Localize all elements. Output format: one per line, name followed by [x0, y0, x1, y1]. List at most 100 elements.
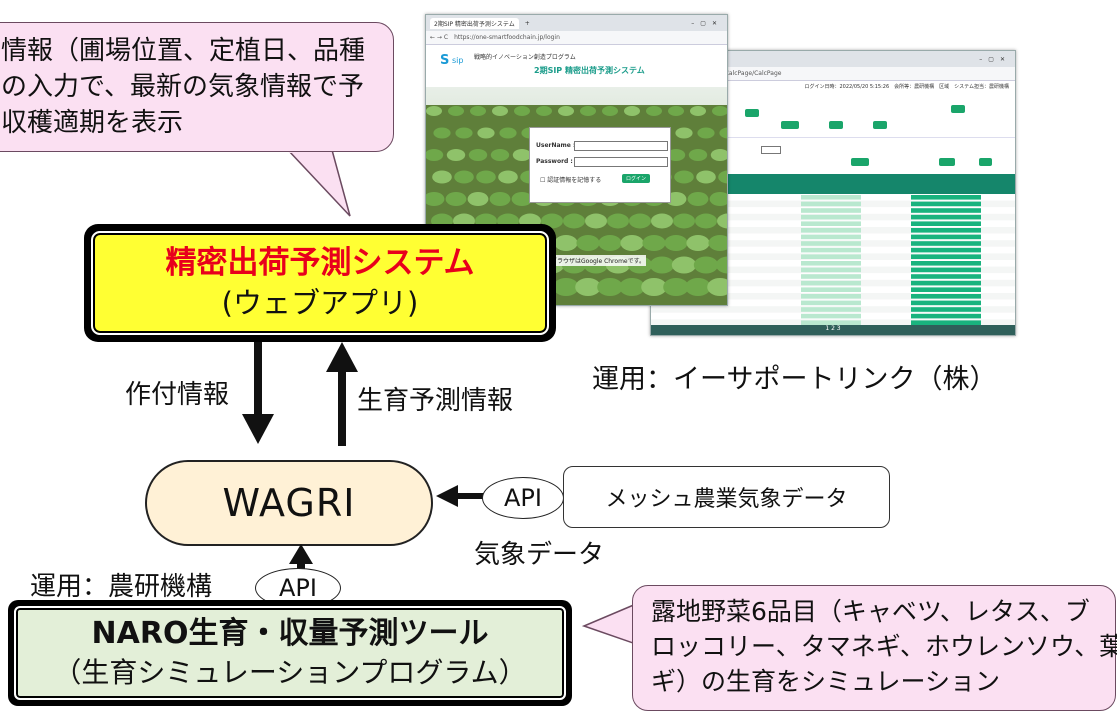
lettuce-head: [674, 170, 694, 184]
lettuce-head: [620, 235, 644, 251]
lettuce-head: [433, 127, 451, 139]
lettuce-head: [646, 106, 662, 116]
lettuce-head: [619, 278, 645, 296]
table-cell-accent: [911, 254, 981, 259]
lettuce-head: [717, 213, 727, 229]
action-area: [651, 138, 1015, 174]
table-cell-accent: [911, 214, 981, 220]
login-button[interactable]: ログイン: [622, 174, 651, 183]
table-cell-highlight: [801, 267, 861, 273]
table-cell-highlight: [801, 307, 861, 312]
lettuce-head: [470, 106, 486, 116]
table-cell-highlight: [801, 195, 861, 200]
lettuce-head: [489, 192, 511, 206]
lettuce-head: [536, 106, 552, 116]
lettuce-head: [663, 278, 689, 296]
lettuce-head: [686, 235, 710, 251]
weather-data-label: 気象データ: [474, 540, 605, 570]
top-bubble-line: 収穫適期を表示: [1, 108, 184, 138]
lettuce-head: [432, 170, 452, 184]
table-cell-highlight: [801, 241, 861, 246]
table-cell-highlight: [801, 214, 861, 220]
bottom-bubble-line: ロッコリー、タマネギ、ホウレンソウ、葉ネ: [651, 632, 1117, 661]
lettuce-head: [597, 278, 623, 296]
table-cell-accent: [911, 195, 981, 200]
lettuce-head: [709, 192, 727, 206]
filter-area: [651, 95, 1015, 138]
top-bubble: 情報（圃場位置、定植日、品種 の入力で、最新の気象情報で予 収穫適期を表示: [0, 22, 394, 152]
login-panel: UserName : Password : ☐ 認証情報を記憶する ログイン: [529, 127, 671, 203]
lettuce-head: [514, 106, 530, 116]
mesh-weather-box: メッシュ農業気象データ: [563, 466, 890, 528]
lettuce-head: [575, 278, 601, 296]
naro-tool-subtitle: （生育シミュレーションプログラム）: [53, 656, 527, 689]
lettuce-head: [664, 235, 688, 251]
lettuce-head: [468, 149, 488, 161]
lettuce-head: [563, 213, 585, 229]
lettuce-head: [693, 256, 719, 274]
browser-address-bar: ← → C https://one-smartfoodchain.jp/logi…: [426, 31, 727, 45]
password-input[interactable]: [574, 157, 668, 167]
table-cell-highlight: [801, 280, 861, 286]
login-info: ログイン日時：2022/05/20 5:15:26 会所等：農研機構 区域 シス…: [804, 84, 1009, 90]
table-cell-highlight: [801, 300, 861, 306]
lettuce-head: [580, 106, 596, 116]
table-cell-accent: [911, 287, 981, 292]
lettuce-head: [554, 235, 578, 251]
table-cell-highlight: [801, 208, 861, 213]
table-cell-highlight: [801, 294, 861, 299]
webapp-box: 精密出荷予測システム (ウェブアプリ): [84, 224, 556, 342]
table-cell-highlight: [801, 247, 861, 253]
lettuce-head: [649, 256, 675, 274]
lettuce-head: [675, 127, 693, 139]
lettuce-head: [511, 192, 533, 206]
operator-right: 運用：イーサポートリンク（株）: [592, 364, 997, 395]
lettuce-head: [712, 106, 727, 116]
lettuce-head: [476, 170, 496, 184]
table-cell-accent: [911, 300, 981, 306]
remember-checkbox[interactable]: ☐ 認証情報を記憶する: [540, 177, 602, 184]
table-cell-highlight: [801, 254, 861, 259]
lettuce-head: [642, 235, 666, 251]
left-arrow: [436, 485, 484, 507]
bottom-bubble-line: ギ）の生育をシミュレーション: [651, 667, 1001, 696]
lettuce-head: [426, 106, 442, 116]
lettuce-head: [445, 192, 467, 206]
table-cell-highlight: [801, 274, 861, 279]
browser-titlebar: 2期SIP 精密出荷予測システム + –▢✕: [426, 15, 727, 31]
table-cell-highlight: [801, 201, 861, 207]
lettuce-head: [688, 149, 708, 161]
webapp-subtitle: (ウェブアプリ): [221, 286, 419, 320]
down-arrow: [242, 342, 274, 444]
top-bubble-line: の入力で、最新の気象情報で予: [1, 72, 364, 102]
lettuce-head: [492, 106, 508, 116]
table-cell-highlight: [801, 234, 861, 240]
lettuce-head: [671, 256, 697, 274]
lettuce-head: [558, 106, 574, 116]
lettuce-head: [687, 192, 709, 206]
lettuce-head: [696, 170, 716, 184]
table-cell-accent: [911, 241, 981, 246]
lettuce-head: [585, 213, 607, 229]
browser-note: ブラウザはGoogle Chromeです。: [550, 255, 646, 266]
table-cell-highlight: [801, 320, 861, 325]
top-bubble-line: 情報（圃場位置、定植日、品種: [1, 36, 366, 66]
lettuce-head: [598, 235, 622, 251]
table-cell-highlight: [801, 221, 861, 226]
table-cell-accent: [911, 234, 981, 240]
lettuce-head: [499, 127, 517, 139]
table-cell-accent: [911, 280, 981, 286]
down-arrow-label: 作付情報: [125, 380, 230, 410]
username-input[interactable]: [574, 141, 668, 151]
table-cell-accent: [911, 320, 981, 325]
lettuce-head: [607, 213, 629, 229]
lettuce-head: [446, 149, 466, 161]
table-cell-accent: [911, 294, 981, 299]
naro-tool-title: NARO生育・収量予測ツール: [91, 616, 489, 651]
table-cell-accent: [911, 221, 981, 226]
lettuce-head: [666, 149, 686, 161]
lettuce-head: [651, 213, 673, 229]
lettuce-head: [718, 170, 727, 184]
bottom-bubble: 露地野菜6品目（キャベツ、レタス、ブ ロッコリー、タマネギ、ホウレンソウ、葉ネ …: [632, 585, 1117, 711]
naro-tool-box: NARO生育・収量予測ツール （生育シミュレーションプログラム）: [8, 600, 572, 706]
